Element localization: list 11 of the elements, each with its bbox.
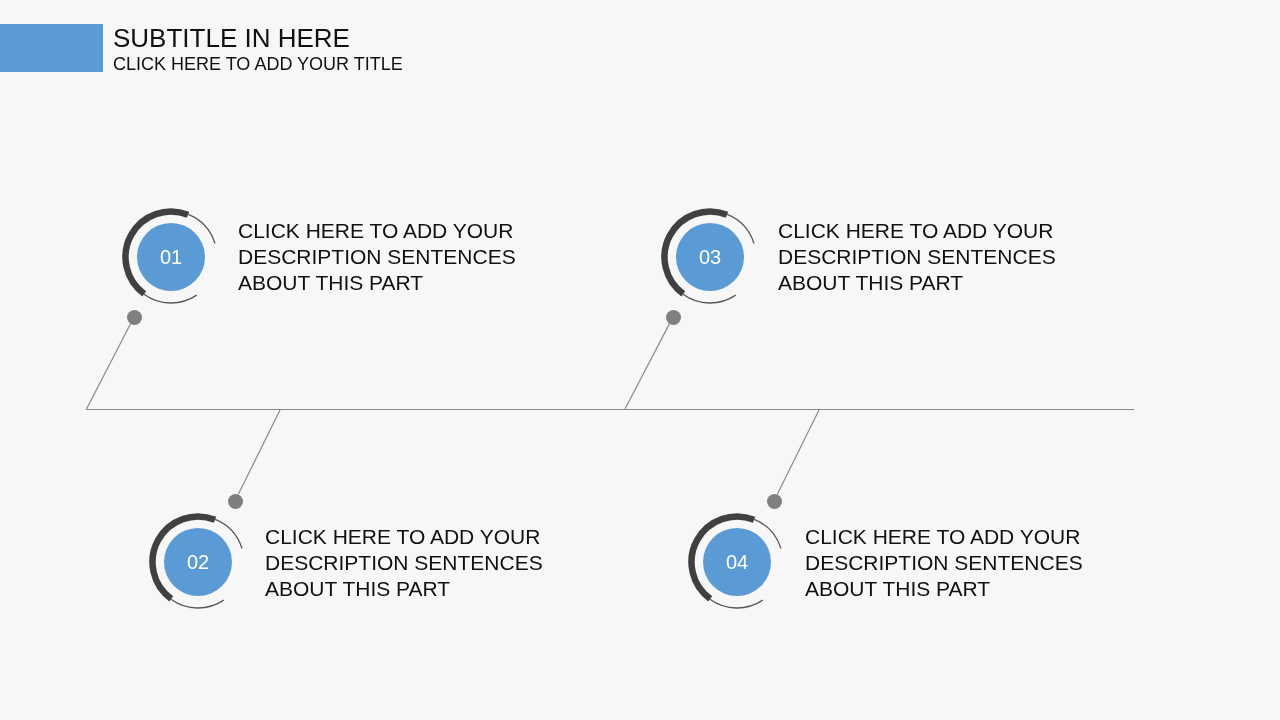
- leader-line: [237, 409, 281, 495]
- description-text: CLICK HERE TO ADD YOUR DESCRIPTION SENTENCES ABOUT THIS PART: [265, 524, 544, 602]
- timeline-line: [86, 409, 1134, 410]
- leader-line: [85, 323, 132, 410]
- leader-line: [776, 409, 820, 495]
- description-text: CLICK HERE TO ADD YOUR DESCRIPTION SENTENCES ABOUT THIS PART: [805, 524, 1084, 602]
- leader-line: [624, 323, 671, 410]
- description-text: CLICK HERE TO ADD YOUR DESCRIPTION SENTENCES ABOUT THIS PART: [778, 218, 1057, 296]
- title: SUBTITLE IN HERE: [113, 23, 350, 53]
- subtitle-text: CLICK HERE TO ADD YOUR TITLE: [113, 53, 403, 75]
- description-text: CLICK HERE TO ADD YOUR DESCRIPTION SENTENCES ABOUT THIS PART: [238, 218, 517, 296]
